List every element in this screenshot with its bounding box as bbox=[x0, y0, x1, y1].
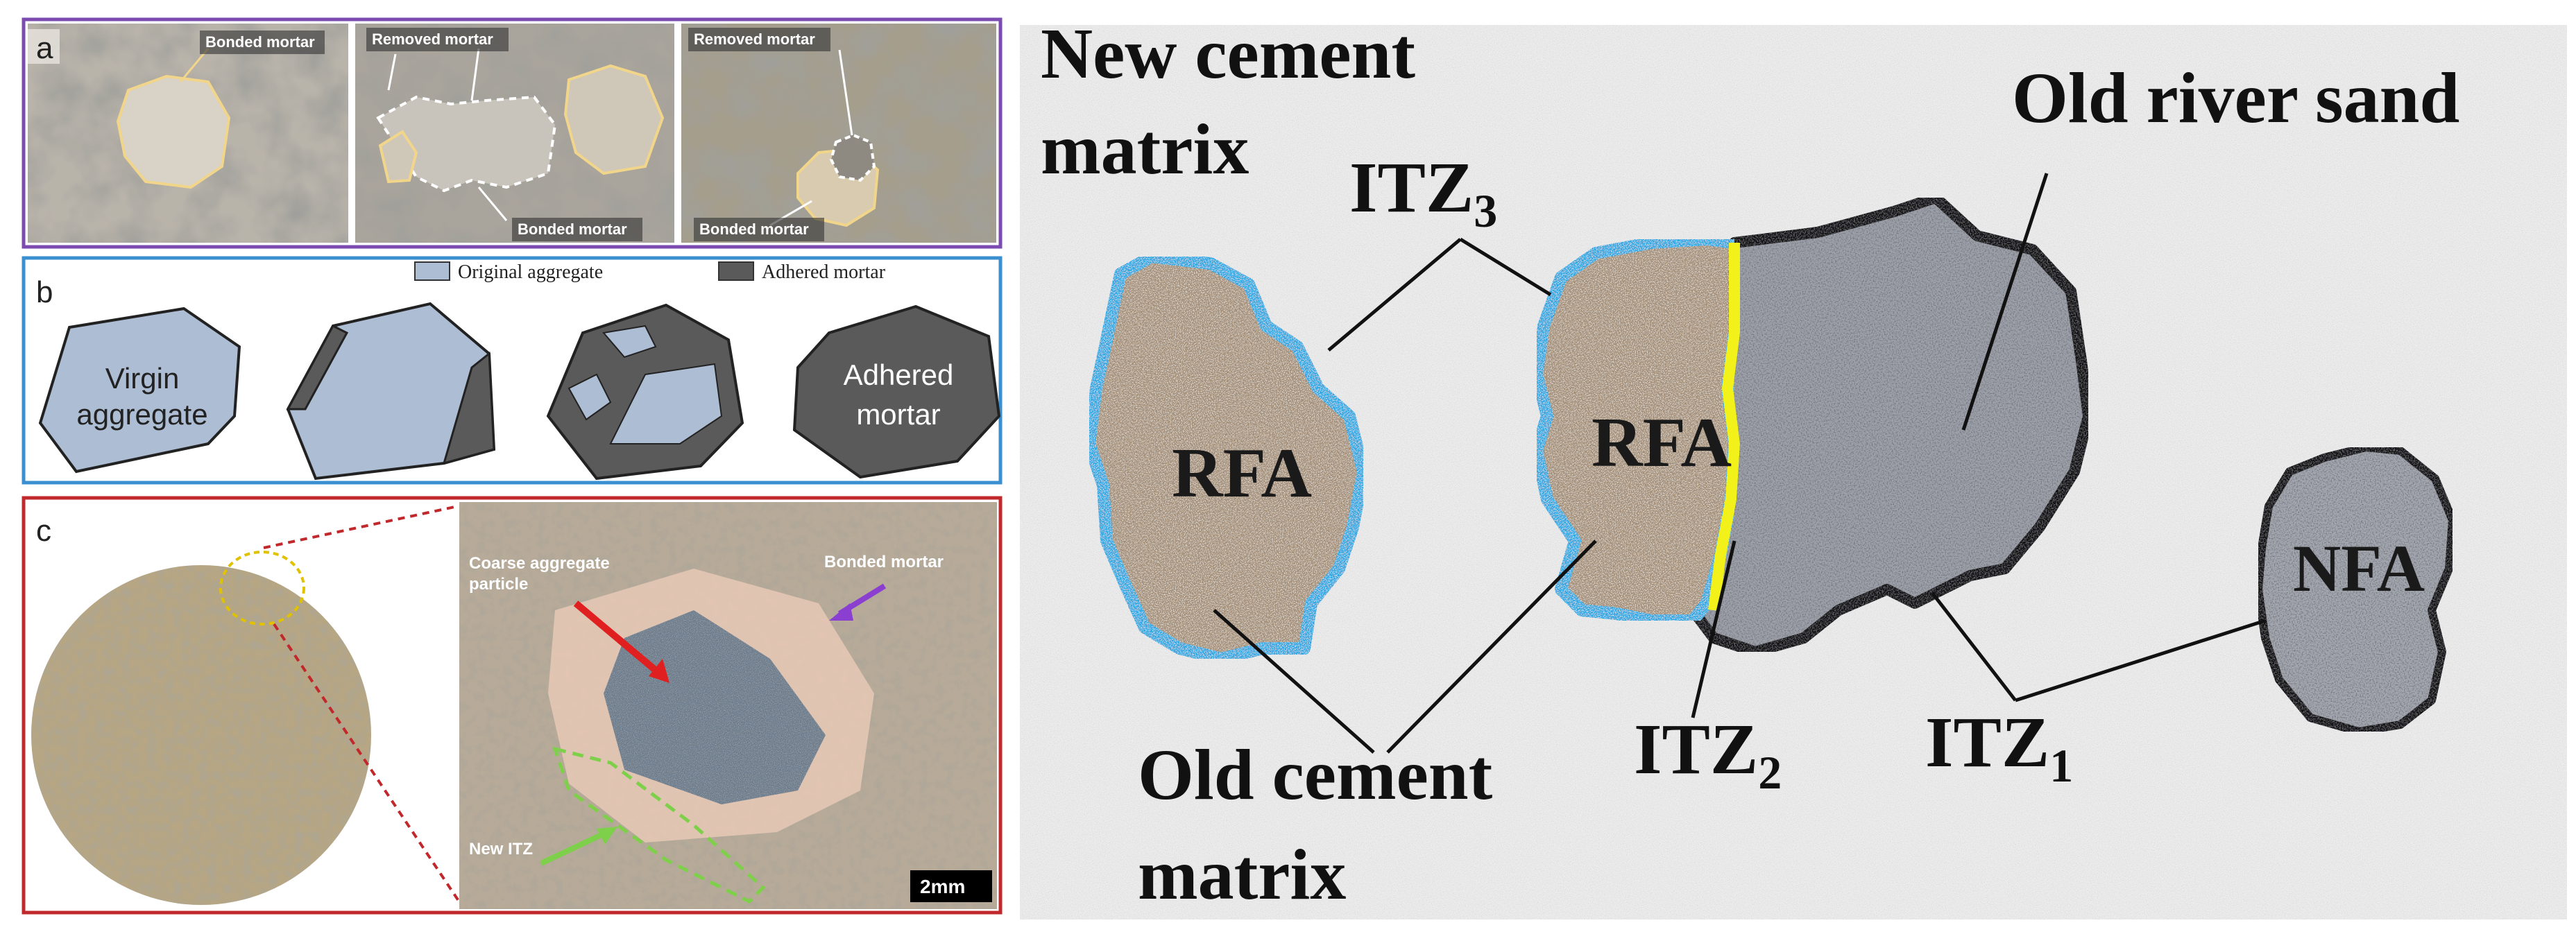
itz3-base: ITZ bbox=[1349, 148, 1474, 227]
partial-mortar-left bbox=[286, 325, 349, 411]
panel-a-letter: a bbox=[36, 31, 53, 65]
old-cement-line1: Old cement bbox=[1138, 735, 1493, 815]
legend-adhered-label: Adhered mortar bbox=[762, 261, 886, 283]
photo3-label-bottom: Bonded mortar bbox=[699, 221, 809, 238]
removed-mortar-outline-2 bbox=[376, 95, 557, 193]
new-itz-zone bbox=[552, 746, 766, 904]
old-river-sand-label: Old river sand bbox=[2012, 58, 2459, 138]
itz1-leader-left bbox=[1931, 592, 2017, 702]
itz1-base: ITZ bbox=[1925, 702, 2049, 782]
rfa-right-particle bbox=[1530, 233, 1741, 627]
rfa-left-label: RFA bbox=[1172, 434, 1312, 512]
zoom-line-top bbox=[263, 505, 459, 549]
pointer-line-2c bbox=[477, 187, 508, 221]
itz1-sub: 1 bbox=[2049, 739, 2073, 792]
pointer-line-2a bbox=[387, 53, 397, 91]
pointer-line-2b bbox=[470, 48, 480, 101]
letter-a-bg bbox=[28, 29, 60, 64]
itz2-interface bbox=[1708, 243, 1740, 611]
virgin-line1: Virgin bbox=[105, 362, 180, 395]
zoom-line-bottom bbox=[273, 623, 463, 906]
itz3-sub: 3 bbox=[1474, 184, 1497, 237]
panel-c: c Coarse aggregate particle Bonded morta… bbox=[22, 496, 1003, 915]
bonded-mortar-outline-1 bbox=[116, 74, 231, 189]
label-bg-1 bbox=[200, 31, 325, 54]
photo2-label-bottom: Bonded mortar bbox=[518, 221, 627, 238]
panel-b: b Original aggregate Adhered mortar Virg… bbox=[22, 256, 1003, 485]
c-label-particle-1: Coarse aggregate bbox=[469, 554, 610, 573]
label-bg-2b bbox=[512, 218, 642, 241]
old-cement-leader-right bbox=[1386, 539, 1597, 754]
legend-adhered-swatch bbox=[718, 261, 754, 281]
mostly-mortar-inner2 bbox=[568, 373, 612, 421]
scale-bar-bg bbox=[910, 870, 992, 902]
removed-mortar-outline-3 bbox=[829, 133, 876, 182]
itz-arrow bbox=[540, 829, 608, 866]
itz3-leader-right bbox=[1459, 237, 1552, 297]
mostly-mortar-inner1 bbox=[602, 325, 657, 359]
panel-a: Bonded mortar Removed mortar Bonded mort… bbox=[22, 17, 1003, 249]
itz2-base: ITZ bbox=[1634, 709, 1758, 789]
c-label-bonded: Bonded mortar bbox=[824, 553, 944, 571]
label-bg-3b bbox=[694, 218, 824, 241]
c-label-particle-2: particle bbox=[469, 575, 528, 594]
itz1-label: ITZ1 bbox=[1925, 702, 2073, 792]
particle-arrow-head bbox=[649, 659, 669, 683]
new-cement-line2: matrix bbox=[1041, 110, 1249, 189]
nfa-particle bbox=[2254, 443, 2457, 736]
bonded-arrow-head bbox=[829, 603, 853, 621]
new-cement-line1: New cement bbox=[1041, 14, 1415, 94]
old-river-sand-leader bbox=[1961, 173, 2049, 431]
pointer-line-3a bbox=[838, 49, 853, 136]
photo2-label-top: Removed mortar bbox=[372, 31, 493, 48]
bonded-mortar-outline-2b bbox=[378, 130, 418, 184]
virgin-line2: aggregate bbox=[76, 398, 207, 431]
adhered-line2: mortar bbox=[856, 398, 940, 431]
itz2-label: ITZ2 bbox=[1634, 709, 1782, 799]
itz-arrow-head bbox=[597, 827, 617, 845]
itz3-label: ITZ3 bbox=[1349, 148, 1497, 237]
adhered-mortar-shape bbox=[792, 304, 1001, 479]
panel-b-letter: b bbox=[36, 275, 53, 309]
magnified-region-marker bbox=[219, 551, 305, 625]
particle-arrow bbox=[573, 601, 665, 679]
itz2-leader bbox=[1691, 540, 1737, 718]
photo3-label-top: Removed mortar bbox=[694, 31, 815, 48]
concrete-core-section bbox=[31, 565, 371, 905]
old-cement-line2: matrix bbox=[1138, 835, 1346, 915]
itz1-leader-right bbox=[2015, 619, 2266, 702]
panel-c-letter: c bbox=[36, 514, 51, 548]
partial-mortar-right bbox=[442, 351, 495, 465]
adhered-line1: Adhered bbox=[844, 359, 954, 391]
coarse-aggregate-particle bbox=[604, 610, 826, 804]
nfa-label: NFA bbox=[2293, 531, 2425, 605]
rfa-left-particle bbox=[1083, 250, 1370, 665]
c-label-itz: New ITZ bbox=[469, 840, 533, 858]
itz3-leader-left bbox=[1327, 238, 1462, 352]
itz2-sub: 2 bbox=[1758, 746, 1782, 799]
label-bg-2a bbox=[366, 28, 509, 51]
legend-original-label: Original aggregate bbox=[458, 261, 603, 283]
mostly-mortar-inner3 bbox=[609, 363, 723, 444]
label-bg-3a bbox=[688, 28, 830, 51]
photo1-label: Bonded mortar bbox=[205, 33, 315, 51]
old-cement-leader-left bbox=[1213, 609, 1375, 754]
legend-original-swatch bbox=[414, 261, 450, 281]
bonded-mortar-outline-2 bbox=[563, 64, 665, 175]
itz-diagram: RFA RFA NFA New cement matrix Old river … bbox=[1020, 14, 2567, 920]
rfa-right-label: RFA bbox=[1592, 404, 1732, 482]
virgin-aggregate-shape bbox=[38, 307, 241, 474]
scale-bar-label: 2mm bbox=[920, 876, 965, 897]
